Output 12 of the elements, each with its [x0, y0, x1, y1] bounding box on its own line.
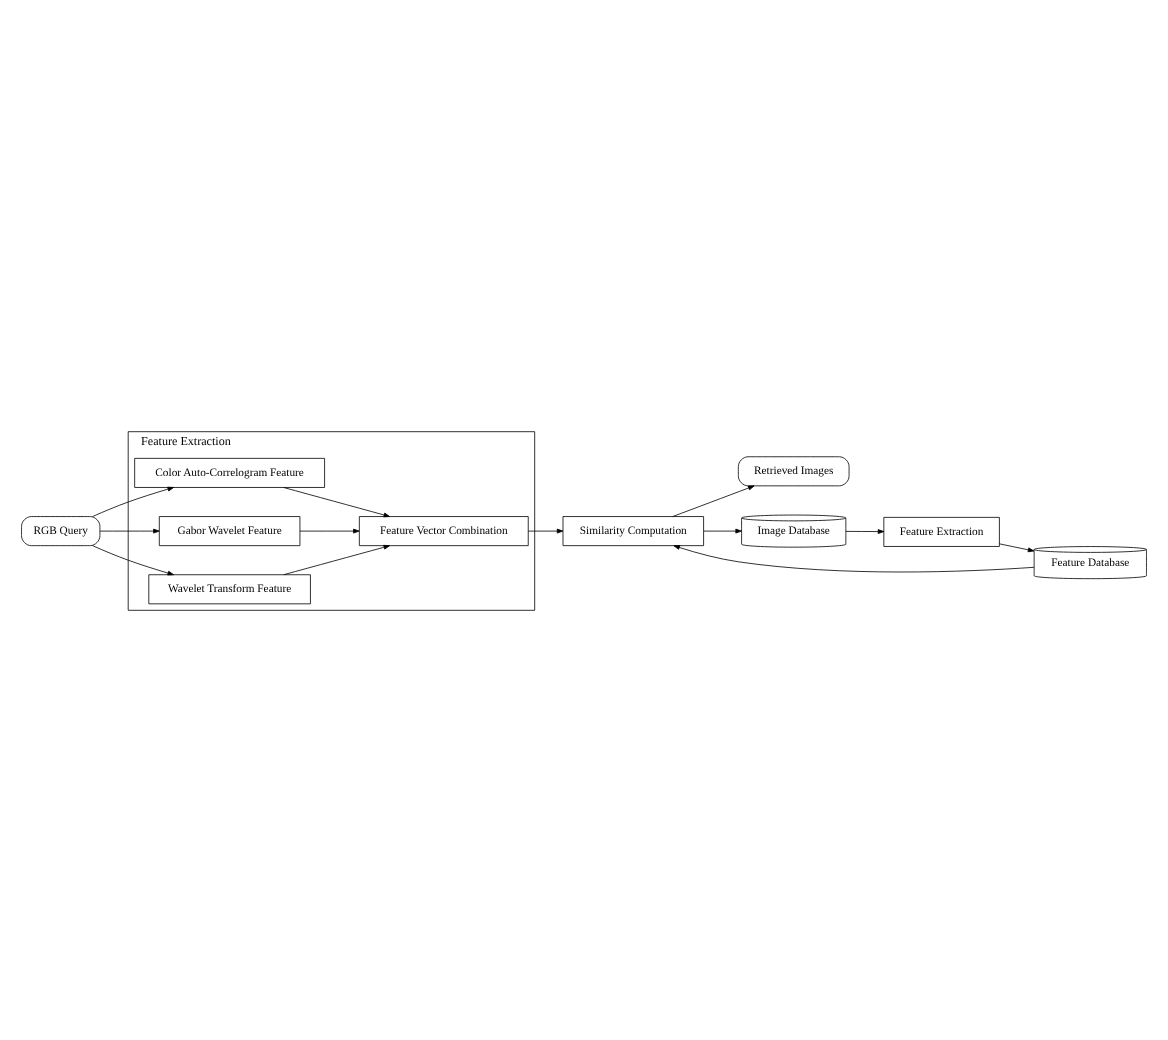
- arrow: [299, 527, 360, 533]
- arrow: [99, 527, 160, 533]
- arrow: [703, 527, 742, 533]
- arrow: [92, 485, 174, 516]
- arrow: [845, 528, 885, 533]
- arrow: [283, 543, 390, 575]
- arrow: [999, 542, 1035, 552]
- arrow: [92, 544, 174, 575]
- arrow: [672, 484, 755, 516]
- arrow: [527, 527, 564, 533]
- arrow: [673, 544, 1035, 572]
- arrow: [283, 486, 390, 517]
